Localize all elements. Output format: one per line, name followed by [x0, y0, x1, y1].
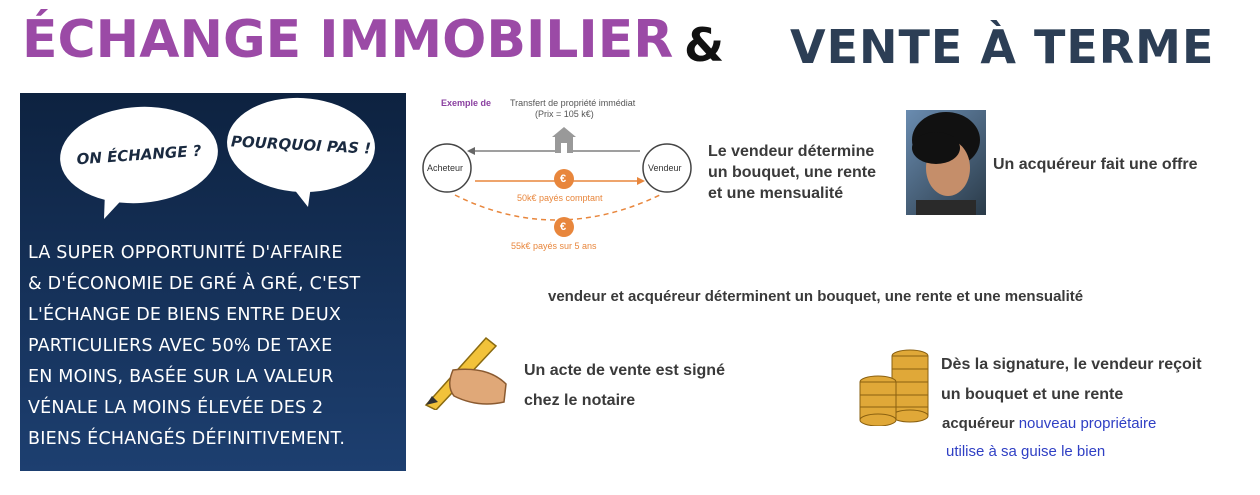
panel-line: LA SUPER OPPORTUNITÉ D'AFFAIRE	[28, 243, 343, 263]
panel-line: L'ÉCHANGE DE BIENS ENTRE DEUX	[28, 305, 342, 325]
euro-icon: €	[560, 173, 567, 185]
buyer-offer-text: Un acquéreur fait une offre	[993, 156, 1198, 173]
cash-payment-label: 50k€ payés comptant	[517, 193, 603, 203]
title-ampersand: &	[684, 18, 725, 72]
title-vente-a-terme: VENTE À TERME	[790, 20, 1215, 74]
bubble-right-tail	[286, 179, 312, 207]
new-owner-line: acquéreur nouveau propriétaire	[942, 410, 1156, 438]
new-owner-rest: nouveau propriétaire	[1018, 415, 1157, 432]
coins-icon	[858, 344, 930, 427]
both-determine-text: vendeur et acquéreur déterminent un bouq…	[548, 288, 1084, 305]
diagram-transfer-title: Transfert de propriété immédiat	[510, 98, 636, 108]
person-icon	[912, 112, 980, 215]
signature-line: Dès la signature, le vendeur reçoit	[941, 356, 1202, 373]
act-line: Un acte de vente est signé	[524, 362, 725, 379]
panel-description: LA SUPER OPPORTUNITÉ D'AFFAIRE & D'ÉCONO…	[28, 238, 400, 455]
signature-text: Dès la signature, le vendeur reçoit un b…	[941, 350, 1202, 410]
panel-line: & D'ÉCONOMIE DE GRÉ À GRÉ, C'EST	[28, 274, 361, 294]
transfer-diagram: Exemple de Transfert de propriété immédi…	[415, 95, 700, 260]
new-owner-prefix: acquéreur	[942, 415, 1015, 432]
title-echange-immobilier: ÉCHANGE IMMOBILIER	[22, 10, 674, 70]
panel-line: VÉNALE LA MOINS ÉLEVÉE DES 2	[28, 398, 324, 418]
seller-line: un bouquet, une rente	[708, 164, 876, 181]
act-line: chez le notaire	[524, 392, 636, 409]
panel-line: BIENS ÉCHANGÉS DÉFINITIVEMENT.	[28, 429, 346, 449]
diagram-shapes	[422, 127, 692, 237]
seller-line: et une mensualité	[708, 185, 844, 202]
panel-line: PARTICULIERS AVEC 50% DE TAXE	[28, 336, 333, 356]
act-signed-text: Un acte de vente est signé chez le notai…	[524, 356, 725, 416]
new-owner-line-2: utilise à sa guise le bien	[946, 443, 1106, 460]
signature-line: un bouquet et une rente	[941, 386, 1124, 403]
diagram-exemple-label: Exemple de	[441, 98, 492, 108]
seller-line: Le vendeur détermine	[708, 143, 875, 160]
bubble-right-text: POURQUOI PAS !	[230, 132, 372, 158]
new-owner-text: acquéreur nouveau propriétaire utilise à…	[942, 410, 1156, 466]
euro-icon: €	[560, 221, 567, 233]
seller-label: Vendeur	[648, 163, 682, 173]
diagram-price: (Prix = 105 k€)	[535, 109, 594, 119]
installments-label: 55k€ payés sur 5 ans	[511, 241, 597, 251]
seller-determines-text: Le vendeur détermine un bouquet, une ren…	[708, 141, 876, 204]
echange-panel: ON ÉCHANGE ? POURQUOI PAS ! LA SUPER OPP…	[20, 93, 406, 471]
avatar	[906, 110, 986, 215]
bubble-left-text: ON ÉCHANGE ?	[76, 141, 202, 169]
bubble-left-tail	[104, 191, 130, 219]
hand-pen-icon	[418, 330, 510, 411]
buyer-label: Acheteur	[427, 163, 464, 173]
panel-line: EN MOINS, BASÉE SUR LA VALEUR	[28, 367, 334, 387]
